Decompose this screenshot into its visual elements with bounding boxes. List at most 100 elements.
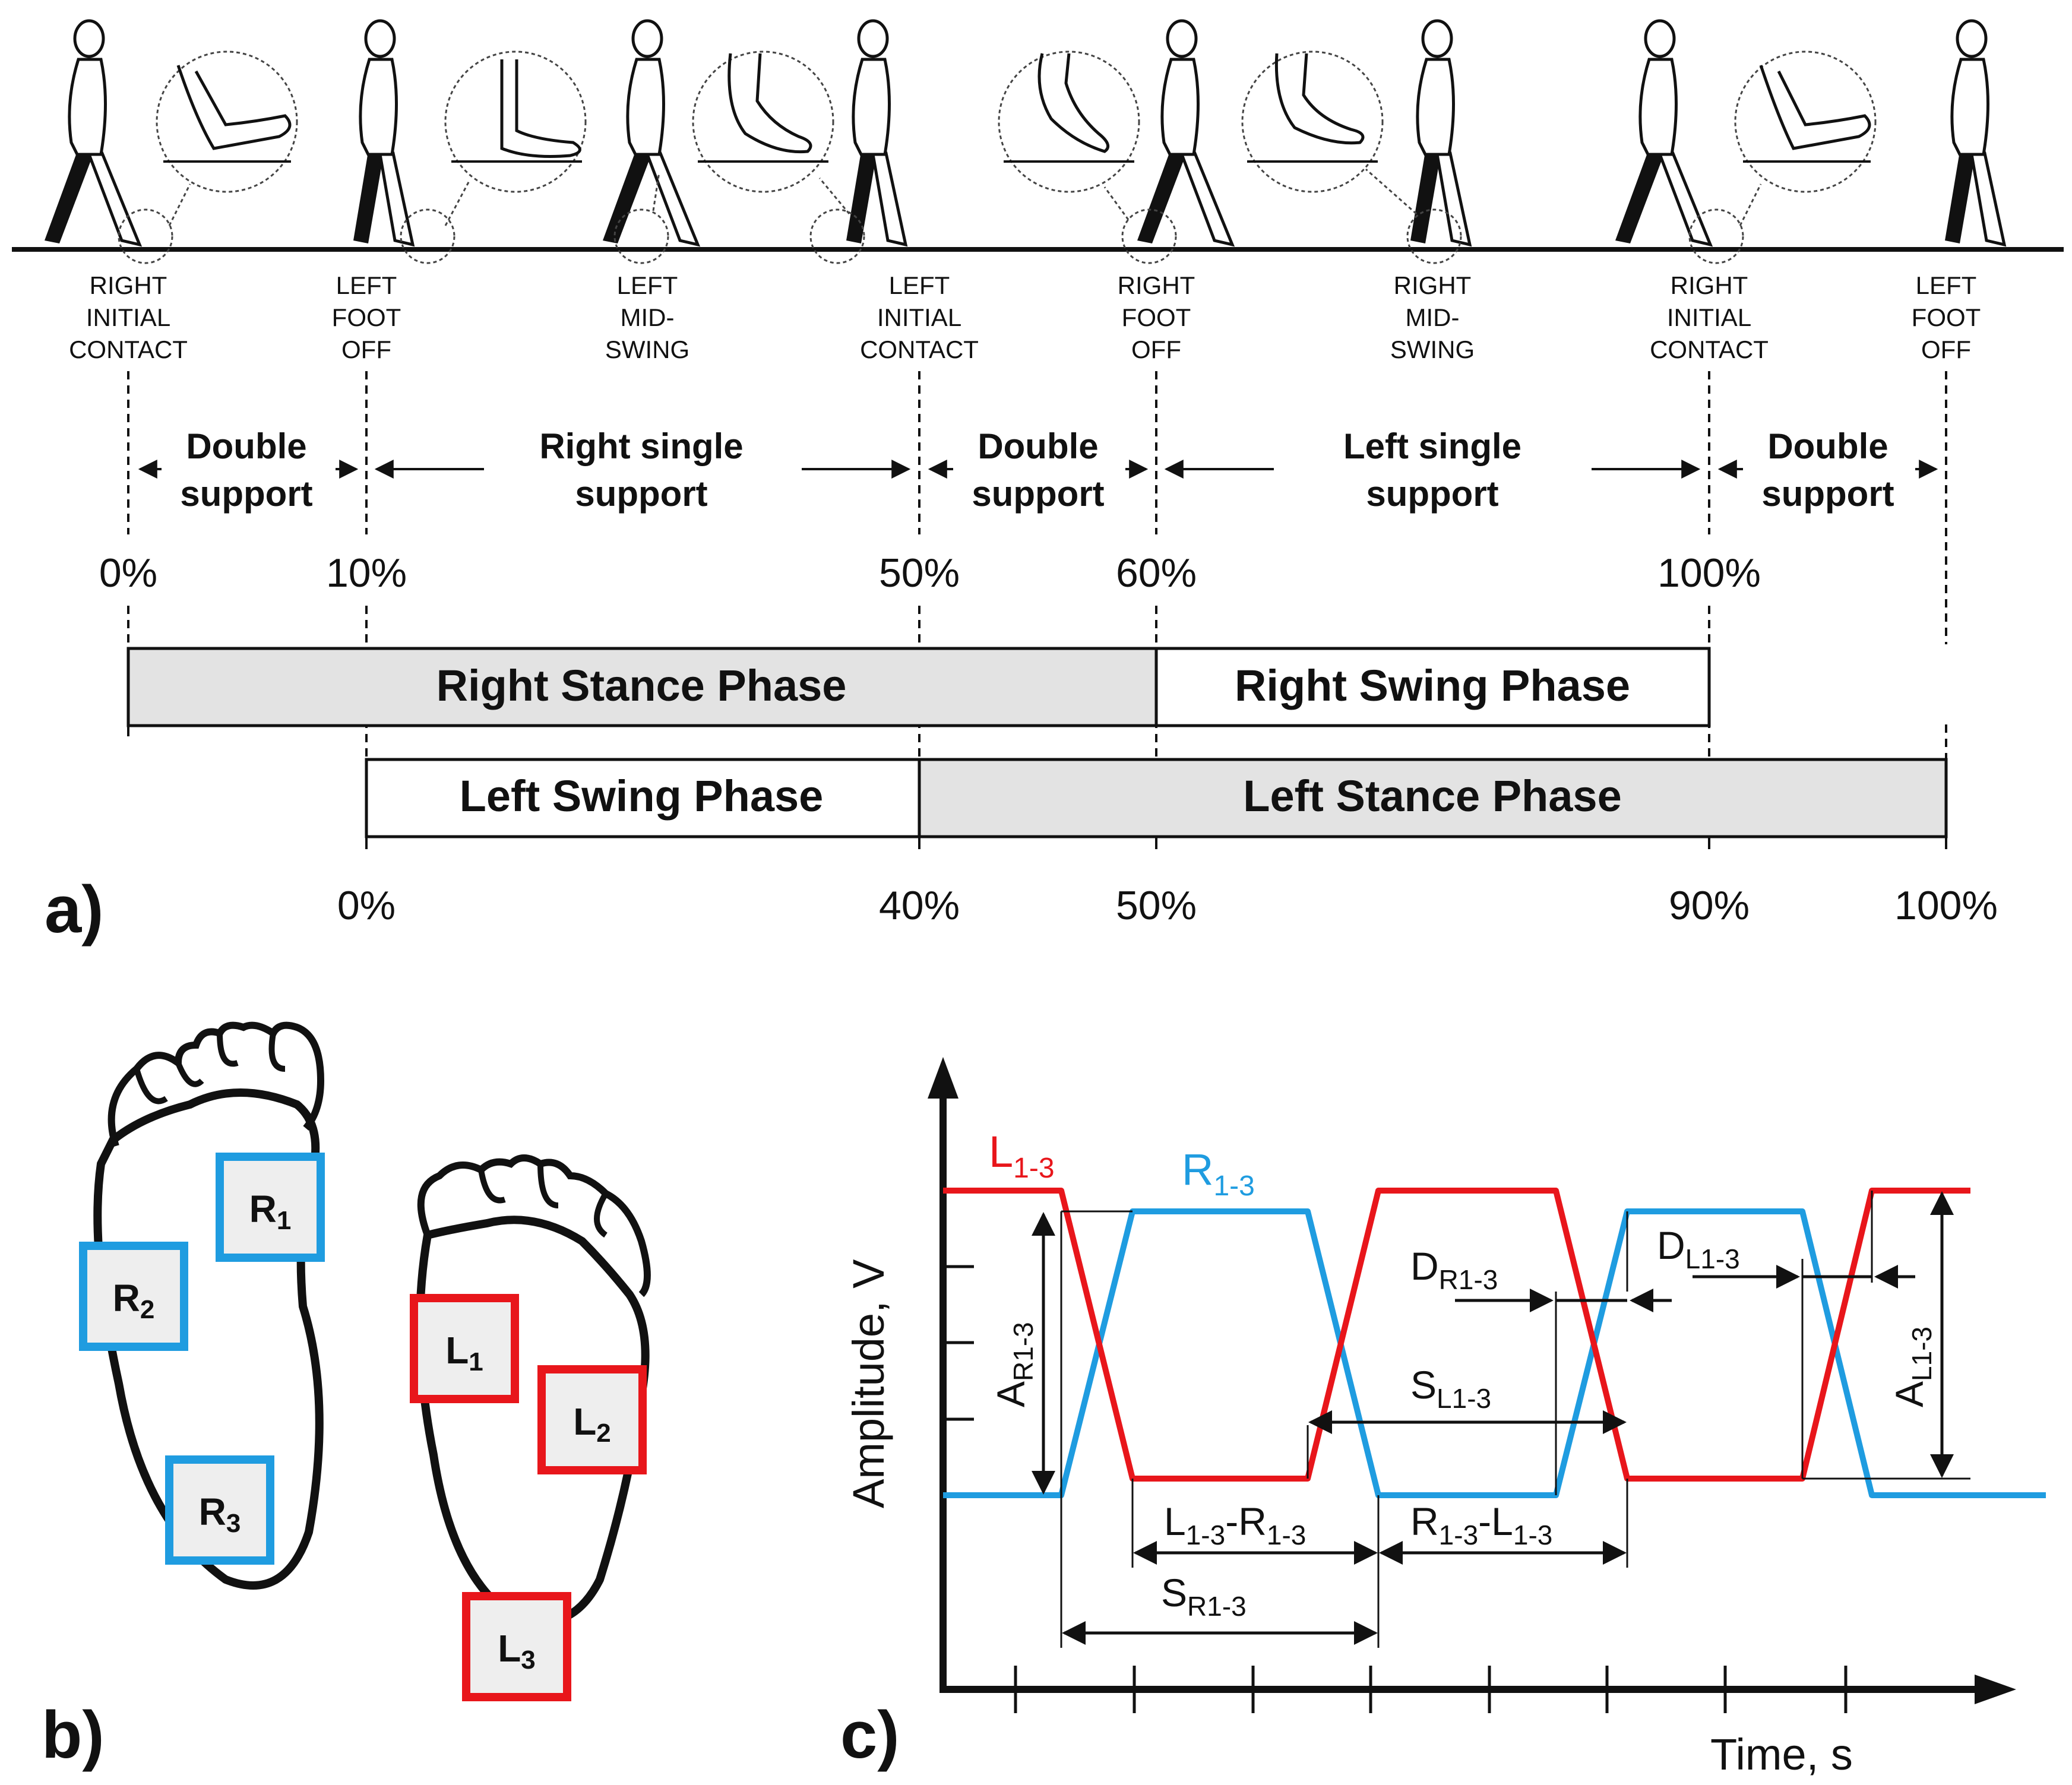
sensor-square [216, 1153, 325, 1262]
sensor-label: L1 [445, 1329, 483, 1376]
gait-event-label: SWING [605, 336, 689, 363]
figure-dark-leg [353, 151, 383, 243]
sensor-square [79, 1242, 188, 1351]
figure-light-leg [1435, 151, 1472, 247]
figure-torso [1416, 58, 1455, 156]
left-percent-40: 40% [879, 883, 960, 928]
toe-line [217, 1033, 239, 1067]
gait-event-label: LEFT [889, 271, 950, 299]
support-label-5b: support [1761, 474, 1894, 514]
foot-shape-icon [1759, 65, 1871, 150]
A-L-main: A [1887, 1381, 1931, 1407]
walking-figure-icon [846, 19, 908, 247]
sensor-index: 3 [226, 1509, 241, 1538]
sensor-letter: R [113, 1277, 140, 1319]
sensor-letter: L [445, 1329, 469, 1372]
right-swing-bar [1154, 647, 1711, 727]
gait-event-label: MID- [621, 303, 675, 331]
gait-event-label: RIGHT [1671, 271, 1748, 299]
walking-figure-icon [45, 19, 143, 247]
sensor-R1: R1 [216, 1153, 325, 1262]
gait-event-label: FOOT [332, 303, 401, 331]
right-swing-label: Right Swing Phase [1235, 661, 1630, 710]
figure-torso [852, 58, 891, 156]
figure-torso [68, 58, 107, 156]
left-stance-label: Left Stance Phase [1243, 771, 1621, 821]
right-percent-60: 60% [1116, 550, 1197, 596]
D-R-sub: R1-3 [1439, 1264, 1498, 1295]
sensor-letter: L [498, 1627, 521, 1670]
sensor-R3: R3 [165, 1455, 274, 1565]
y-axis-arrow-icon [928, 1057, 959, 1099]
right-percent-10: 10% [326, 550, 407, 596]
figure-torso [359, 58, 398, 156]
support-label-2b: support [575, 474, 707, 514]
D-R-main: D [1410, 1244, 1439, 1288]
foot-detail-icon [1241, 50, 1384, 193]
sensor-letter: L [573, 1400, 596, 1443]
foot-shape-icon [500, 59, 581, 158]
RL-a-sub: 1-3 [1439, 1520, 1478, 1550]
figure-dark-leg [603, 151, 650, 243]
gait-event-label: MID- [1406, 303, 1460, 331]
signal-L-trace [943, 1188, 1970, 1482]
left-swing-bar [365, 758, 921, 838]
support-label-4a: Left single [1343, 426, 1521, 466]
right-percent-50: 50% [879, 550, 960, 596]
support-label-2a: Right single [539, 426, 743, 466]
figure-light-leg [378, 151, 415, 247]
support-label-3a: Double [978, 426, 1098, 466]
gait-cycle-diagram: RIGHT INITIAL CONTACT LEFT FOOT OFF LEFT MID- SW… [12, 19, 2064, 947]
foot-detail-icon [692, 50, 834, 193]
figure-light-leg [87, 151, 143, 247]
figure-torso [1160, 58, 1200, 156]
left-swing-label: Left Swing Phase [460, 771, 824, 821]
right-toes-outline [107, 1021, 325, 1147]
foot-detail-circles [118, 50, 1877, 264]
gait-event-label: CONTACT [69, 336, 188, 363]
figure-light-leg [645, 151, 701, 247]
RL-label: R1-3-L1-3 [1410, 1499, 1552, 1550]
panel-c-label: c) [840, 1698, 900, 1772]
foot-detail-icon [156, 50, 298, 193]
S-R-main: S [1161, 1571, 1187, 1615]
connector-line [444, 181, 470, 226]
LR-sep: - [1225, 1499, 1238, 1543]
sensor-index: 3 [521, 1645, 535, 1675]
x-ticks [1014, 1666, 1848, 1713]
A-R-label: AR1-3 [989, 1322, 1039, 1407]
sensor-L2: L2 [537, 1365, 647, 1474]
S-L-main: S [1410, 1363, 1437, 1407]
gait-event-label: LEFT [617, 271, 678, 299]
x-axis-arrow-icon [1975, 1675, 2016, 1704]
toe-line [175, 1062, 204, 1087]
sensor-label: R3 [199, 1490, 241, 1538]
figure-head [1421, 19, 1453, 58]
connector-line [168, 183, 191, 226]
S-L-sub: L1-3 [1437, 1383, 1491, 1414]
measurement-lines [1060, 1191, 1970, 1648]
D-L-sub: L1-3 [1685, 1243, 1740, 1274]
sensor-index: 2 [140, 1295, 154, 1324]
S-R-sub: R1-3 [1187, 1591, 1247, 1622]
gait-event-label: OFF [1131, 336, 1181, 363]
sensor-letter: R [249, 1188, 277, 1230]
A-R-main: A [989, 1381, 1033, 1407]
figure-light-leg [871, 151, 908, 247]
support-label-3b: support [972, 474, 1104, 514]
sensor-label: L3 [498, 1627, 536, 1675]
signal-R-sub: 1-3 [1213, 1170, 1254, 1202]
panel-b-label: b) [42, 1698, 105, 1772]
panel-a-label: a) [45, 872, 104, 947]
LR-label: L1-3-R1-3 [1164, 1499, 1306, 1550]
sensor-square [410, 1294, 519, 1403]
figure-head [73, 19, 105, 58]
foot-detail-icon [998, 50, 1140, 193]
foot-focus-icon [1406, 208, 1462, 264]
gait-event-label: INITIAL [877, 303, 961, 331]
figure-head [1956, 19, 1988, 58]
sensor-index: 2 [596, 1419, 610, 1448]
walking-figure-icon [603, 19, 701, 247]
gait-event-label: RIGHT [90, 271, 167, 299]
